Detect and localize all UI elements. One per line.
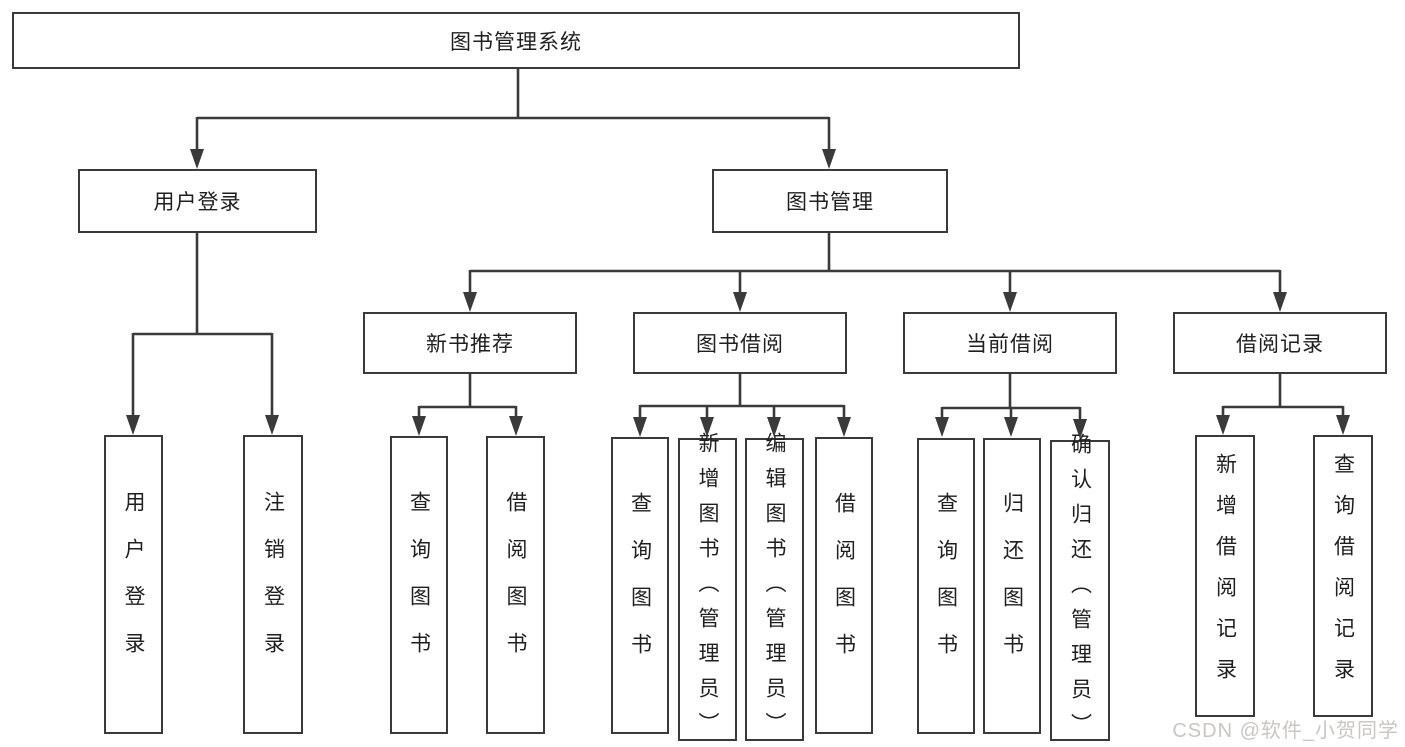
- node-user-login: 用户登录: [78, 169, 317, 233]
- leaf-label: 借阅图书: [832, 491, 856, 680]
- leaf-logout: 注销登录: [243, 435, 303, 734]
- leaf-label: 新增借阅记录: [1213, 453, 1237, 699]
- leaf-add-books-admin: 新增图书（管理员）: [678, 432, 737, 747]
- leaf-query-books-recommend: 查询图书: [390, 436, 448, 734]
- leaf-label: 查询借阅记录: [1331, 453, 1355, 699]
- node-book-borrowing: 图书借阅: [633, 312, 847, 374]
- leaf-query-books-borrow: 查询图书: [611, 437, 669, 734]
- leaf-query-books-current: 查询图书: [917, 438, 975, 734]
- leaf-label: 确认归还（管理员）: [1068, 433, 1092, 747]
- leaf-label: 查询图书: [934, 492, 958, 680]
- node-borrowing-records: 借阅记录: [1173, 312, 1387, 374]
- leaf-label: 编辑图书（管理员）: [763, 432, 786, 747]
- connectors-user-login: [126, 233, 279, 435]
- leaf-borrow-books-recommend: 借阅图书: [486, 436, 545, 734]
- connectors-root: [190, 69, 836, 169]
- node-book-management: 图书管理: [712, 169, 948, 233]
- node-new-book-recommend: 新书推荐: [363, 312, 577, 374]
- leaf-edit-books-admin: 编辑图书（管理员）: [745, 432, 804, 747]
- connectors-book-management: [463, 233, 1287, 312]
- leaf-label: 查询图书: [628, 491, 652, 680]
- leaf-label: 新增图书（管理员）: [696, 432, 719, 747]
- leaf-label: 注销登录: [261, 490, 285, 679]
- leaf-borrow-books: 借阅图书: [815, 437, 873, 734]
- leaf-confirm-return-admin: 确认归还（管理员）: [1050, 433, 1110, 747]
- connectors-new-book-recommend: [412, 374, 523, 436]
- node-root: 图书管理系统: [12, 12, 1020, 69]
- leaf-label: 借阅图书: [504, 491, 527, 679]
- connectors-borrowing-records: [1216, 374, 1350, 435]
- leaf-query-borrow-record: 查询借阅记录: [1313, 435, 1373, 717]
- leaf-label: 用户登录: [122, 490, 145, 679]
- leaf-add-borrow-record: 新增借阅记录: [1195, 435, 1255, 717]
- leaf-label: 归还图书: [1000, 492, 1024, 680]
- connectors-current-borrowing: [935, 374, 1087, 439]
- node-current-borrowing: 当前借阅: [903, 312, 1117, 374]
- connectors-book-borrowing: [633, 374, 851, 437]
- leaf-user-login: 用户登录: [104, 435, 163, 734]
- watermark: CSDN @软件_小贺同学: [1172, 720, 1399, 742]
- leaf-return-books: 归还图书: [983, 438, 1041, 734]
- leaf-label: 查询图书: [407, 491, 431, 679]
